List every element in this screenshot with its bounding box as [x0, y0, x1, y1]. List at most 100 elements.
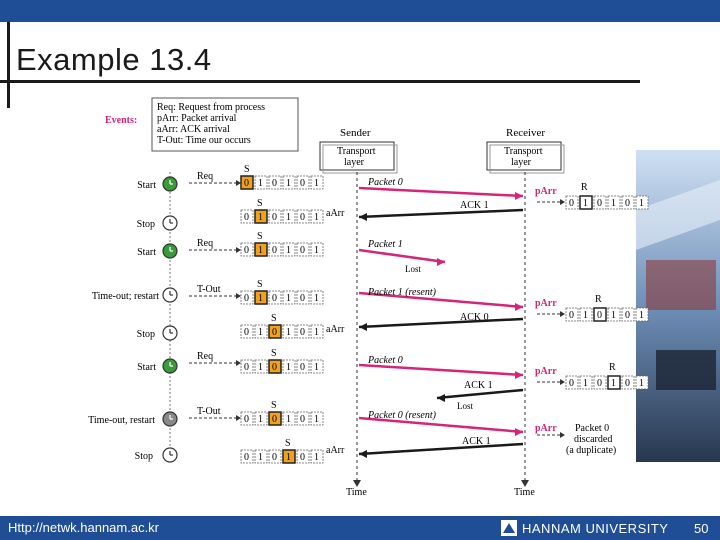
sender-window-s-label: S [285, 438, 291, 449]
message-label: ACK 1 [464, 380, 493, 391]
sequence-cell [310, 209, 324, 224]
packet-arrow [358, 186, 524, 198]
sequence-bit: 0 [272, 178, 277, 189]
sequence-bit: 0 [272, 327, 277, 338]
sequence-cell [268, 411, 282, 426]
event-arrow-label: T-Out [197, 284, 221, 295]
discard-note-line: discarded [574, 434, 612, 445]
sequence-cell [254, 242, 268, 257]
message-arrowhead [359, 323, 367, 331]
sequence-cell [240, 290, 254, 305]
sequence-cell [240, 449, 254, 464]
receiver-sequence-cell [607, 307, 621, 322]
message-arrowhead [359, 213, 367, 221]
sequence-bit: 1 [286, 212, 291, 223]
sequence-bit: 1 [286, 178, 291, 189]
sequence-bit: 1 [258, 362, 263, 373]
receiver-parr-label: pArr [535, 366, 557, 377]
sequence-cell [282, 290, 296, 305]
sender-event-label: Start [137, 247, 156, 258]
ack-arrow [358, 442, 524, 456]
ack-arrow [358, 208, 524, 219]
sender-window-s-label: S [257, 279, 263, 290]
title-rule-vertical [7, 22, 10, 108]
message-label: ACK 1 [462, 436, 491, 447]
sequence-bit: 0 [300, 362, 305, 373]
sequence-cell [254, 290, 268, 305]
header-bar [0, 0, 720, 22]
receiver-sequence-cell [621, 307, 635, 322]
packet-arrow [358, 416, 524, 434]
receiver-sequence-cell [621, 195, 635, 210]
sequence-bit: 0 [300, 212, 305, 223]
sender-window-s-label: S [257, 198, 263, 209]
sequence-cell [254, 449, 268, 464]
sequence-cell [240, 175, 254, 190]
legend-line-2: pArr: Packet arrival [157, 113, 237, 124]
sequence-bit: 0 [272, 362, 277, 373]
sequence-bit: 1 [286, 293, 291, 304]
sequence-cell [310, 449, 324, 464]
sequence-cell [296, 324, 310, 339]
sequence-cell [310, 324, 324, 339]
sender-layer-box [319, 141, 395, 171]
sequence-bit: 0 [300, 414, 305, 425]
footer-university: HANNAM UNIVERSITY [522, 521, 669, 536]
message-label: Packet 0 [367, 355, 403, 366]
sender-window-s-label: S [257, 231, 263, 242]
sequence-bit: 0 [300, 178, 305, 189]
sequence-bit: 1 [314, 414, 319, 425]
sequence-bit: 0 [300, 293, 305, 304]
sequence-bit: 0 [300, 245, 305, 256]
sender-event-label: Time-out; restart [92, 291, 159, 302]
receiver-sequence-bit: 1 [583, 310, 588, 321]
receiver-sequence-cell [607, 195, 621, 210]
sequence-cell [240, 411, 254, 426]
sequence-bit: 0 [244, 452, 249, 463]
sequence-bit: 0 [272, 452, 277, 463]
sequence-cell [282, 411, 296, 426]
sender-time-label: Time [346, 487, 367, 498]
sequence-bit: 1 [314, 293, 319, 304]
sequence-bit: 1 [258, 178, 263, 189]
footer-url[interactable]: Http://netwk.hannam.ac.kr [8, 520, 160, 535]
sender-event-label: Stop [137, 329, 155, 340]
sequence-cell [240, 209, 254, 224]
message-arrowhead [515, 428, 523, 436]
receiver-layer-line2: layer [511, 157, 532, 168]
event-arrowhead [236, 247, 241, 253]
legend-line-3: aArr: ACK arrival [157, 124, 230, 135]
sequence-cell [310, 290, 324, 305]
sequence-cell [296, 449, 310, 464]
sequence-bit: 1 [314, 212, 319, 223]
sender-window-s-label: S [244, 164, 250, 175]
receiver-heading: Receiver [506, 127, 545, 139]
sequence-cell [268, 359, 282, 374]
sequence-bit: 1 [258, 212, 263, 223]
ack-arrow [436, 388, 524, 400]
receiver-window-r-label: R [595, 294, 602, 305]
sender-window-s-label: S [271, 400, 277, 411]
sequence-cell [282, 449, 296, 464]
message-label: Packet 1 (resent) [367, 287, 437, 298]
sequence-cell [310, 359, 324, 374]
receiver-parr-label: pArr [535, 298, 557, 309]
message-arrowhead [515, 371, 523, 379]
message-label: ACK 0 [460, 312, 489, 323]
sequence-cell [282, 175, 296, 190]
sequence-cell [296, 209, 310, 224]
sequence-bit: 0 [300, 327, 305, 338]
event-arrow-label: T-Out [197, 406, 221, 417]
receiver-time-label: Time [514, 487, 535, 498]
sequence-cell [268, 290, 282, 305]
sender-event-label: Start [137, 362, 156, 373]
sequence-cell [310, 242, 324, 257]
sequence-bit: 0 [244, 212, 249, 223]
receiver-window-r-label: R [609, 362, 616, 373]
sequence-bit: 0 [272, 212, 277, 223]
receiver-sequence-bit: 0 [625, 378, 630, 389]
message-arrowhead [515, 303, 523, 311]
legend-box [151, 97, 299, 152]
legend-heading: Events: [105, 115, 137, 126]
